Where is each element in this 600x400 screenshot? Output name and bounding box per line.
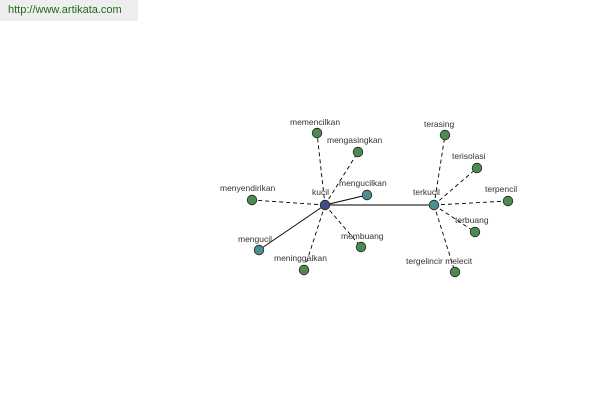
node-label-mengasingkan[interactable]: mengasingkan [327, 135, 383, 145]
node-label-tergelincir-melecit[interactable]: tergelincir melecit [406, 256, 473, 266]
node-terbuang[interactable] [469, 226, 481, 238]
node-label-terasing[interactable]: terasing [424, 119, 455, 129]
node-label-meninggalkan[interactable]: meninggalkan [274, 253, 327, 263]
node-label-memencilkan[interactable]: memencilkan [290, 117, 340, 127]
edge-terkucil-terbuang [433, 204, 476, 233]
edge-terkucil-terasing [433, 134, 446, 206]
node-membuang[interactable] [355, 241, 367, 253]
node-mengucilkan[interactable] [361, 189, 373, 201]
edge-kucil-mengucilkan [324, 194, 368, 206]
node-label-kucil[interactable]: kucil [312, 187, 329, 197]
node-terasing[interactable] [439, 129, 451, 141]
edge-kucil-menyendirikan [251, 199, 326, 206]
node-label-membuang[interactable]: membuang [341, 231, 384, 241]
node-label-terpencil[interactable]: terpencil [485, 184, 517, 194]
site-url-link[interactable]: http://www.artikata.com [8, 4, 122, 16]
nodes-layer [246, 127, 514, 278]
node-terkucil[interactable] [428, 199, 440, 211]
node-tergelincir-melecit[interactable] [449, 266, 461, 278]
node-mengucil[interactable] [253, 244, 265, 256]
node-terpencil[interactable] [502, 195, 514, 207]
edge-kucil-mengasingkan [324, 151, 359, 206]
node-terisolasi[interactable] [471, 162, 483, 174]
edge-kucil-meninggalkan [303, 204, 326, 271]
edge-terkucil-terisolasi [433, 167, 478, 206]
node-label-terbuang[interactable]: terbuang [455, 215, 489, 225]
node-label-mengucilkan[interactable]: mengucilkan [339, 178, 387, 188]
site-banner: http://www.artikata.com [0, 0, 138, 21]
node-label-terkucil[interactable]: terkucil [413, 187, 440, 197]
node-memencilkan[interactable] [311, 127, 323, 139]
node-mengasingkan[interactable] [352, 146, 364, 158]
node-label-mengucil[interactable]: mengucil [238, 234, 272, 244]
node-kucil[interactable] [319, 199, 331, 211]
node-menyendirikan[interactable] [246, 194, 258, 206]
labels-layer: kucil terkucil mengucilkan mengucil memencil… [220, 117, 517, 266]
node-meninggalkan[interactable] [298, 264, 310, 276]
edge-kucil-memencilkan [316, 132, 326, 206]
node-label-terisolasi[interactable]: terisolasi [452, 151, 486, 161]
edges-layer [251, 132, 509, 273]
node-label-menyendirikan[interactable]: menyendirikan [220, 183, 276, 193]
edge-kucil-mengucil [258, 204, 326, 251]
edge-terkucil-tergelincir_melecit [433, 204, 456, 273]
edge-kucil-membuang [324, 204, 362, 248]
edge-terkucil-terpencil [433, 200, 509, 206]
